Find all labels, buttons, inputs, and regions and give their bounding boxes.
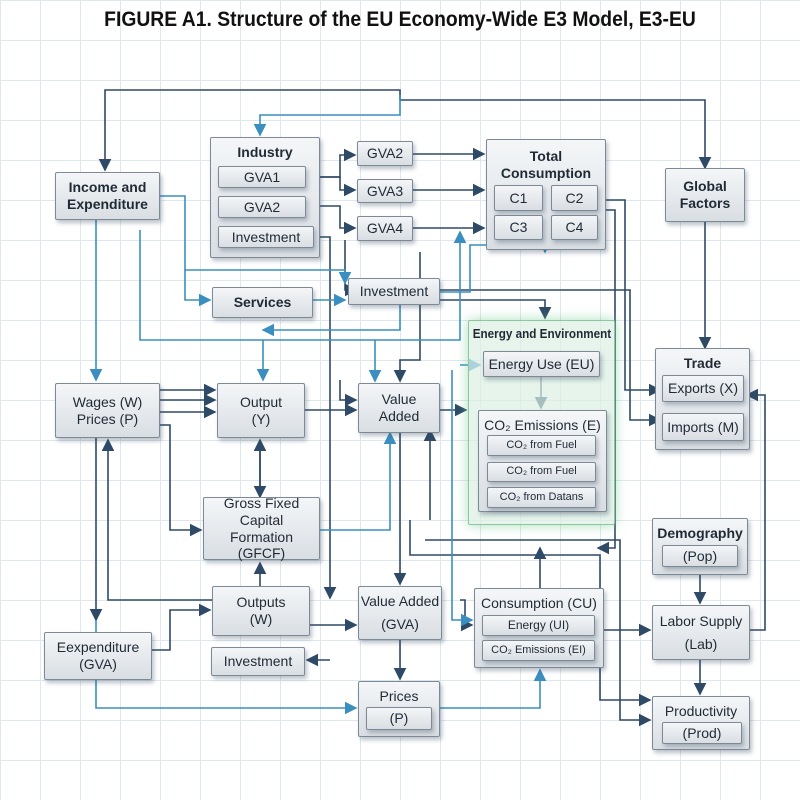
co2-fuel-1: CO₂ from Fuel (487, 435, 596, 456)
eexp-label: Eexpenditure (56, 639, 140, 656)
lab-label: (Lab) (684, 635, 718, 652)
gva4-node: GVA4 (357, 216, 413, 241)
pop-node: (Pop) (662, 545, 738, 567)
total-consumption-label: Total Consumption (500, 148, 592, 181)
output-y-label: (Y) (251, 410, 271, 427)
industry-investment: Investment (218, 226, 314, 248)
output-node: Output(Y) (217, 383, 305, 438)
services-node: Services (212, 287, 313, 318)
co2-datans: CO₂ from Datans (487, 487, 596, 508)
c4-node: C4 (551, 215, 598, 240)
co2-fuel-2: CO₂ from Fuel (487, 462, 596, 482)
industry-gva2: GVA2 (218, 196, 306, 218)
labor-supply-node: Labor Supply (Lab) (652, 605, 750, 660)
c1-node: C1 (494, 185, 543, 211)
wages-label: Wages (W) (72, 393, 143, 410)
prices-label: Prices (P) (76, 410, 139, 427)
consumption-co2: CO₂ Emissions (EI) (482, 640, 595, 661)
gfcf-node: Gross Fixed Capital Formation (GFCF) (203, 495, 320, 561)
outputs-node: Outputs(W) (212, 586, 310, 636)
prices-title: Prices (379, 688, 419, 704)
trade-label: Trade (683, 355, 722, 371)
eexp-gva-label: (GVA) (79, 656, 117, 672)
value-added-gva-node: Value Added (GVA) (358, 586, 442, 640)
c3-node: C3 (494, 215, 543, 240)
value-added-node: Value Added (358, 383, 440, 433)
consumption-label: Consumption (CU) (481, 595, 597, 611)
figure-title: FIGURE A1. Structure of the EU Economy-W… (104, 8, 696, 31)
income-expenditure-node: Income and Expenditure (55, 172, 160, 220)
productivity-label: Productivity (664, 703, 738, 719)
prod-node: (Prod) (662, 722, 742, 744)
imports-node: Imports (M) (662, 413, 744, 441)
co2-emissions-label: CO₂ Emissions (E) (484, 417, 601, 433)
outputs-label: Outputs (236, 594, 286, 611)
gva3-node: GVA3 (357, 179, 413, 203)
investment-mid-node: Investment (348, 278, 440, 305)
prices-p-node: (P) (366, 707, 432, 730)
energy-environment-label: Energy and Environment (472, 326, 611, 341)
labor-label: Labor Supply (659, 612, 743, 629)
investment-bottom-node: Investment (211, 647, 305, 676)
c2-node: C2 (551, 185, 598, 211)
va-gva-sub: (GVA) (381, 616, 419, 632)
global-factors-node: Global Factors (665, 168, 745, 222)
energy-use-node: Energy Use (EU) (483, 351, 600, 377)
wages-prices-node: Wages (W)Prices (P) (55, 383, 160, 438)
exports-node: Exports (X) (662, 375, 744, 402)
output-label: Output (239, 393, 283, 410)
industry-gva1: GVA1 (218, 166, 306, 188)
demography-label: Demography (657, 525, 743, 541)
gva2-node: GVA2 (357, 141, 413, 166)
consumption-energy: Energy (UI) (482, 615, 595, 636)
outputs-w-label: (W) (249, 611, 273, 627)
eexpenditure-node: Eexpenditure(GVA) (44, 632, 152, 680)
va-gva-label: Value Added (360, 593, 440, 610)
industry-label: Industry (237, 144, 293, 160)
